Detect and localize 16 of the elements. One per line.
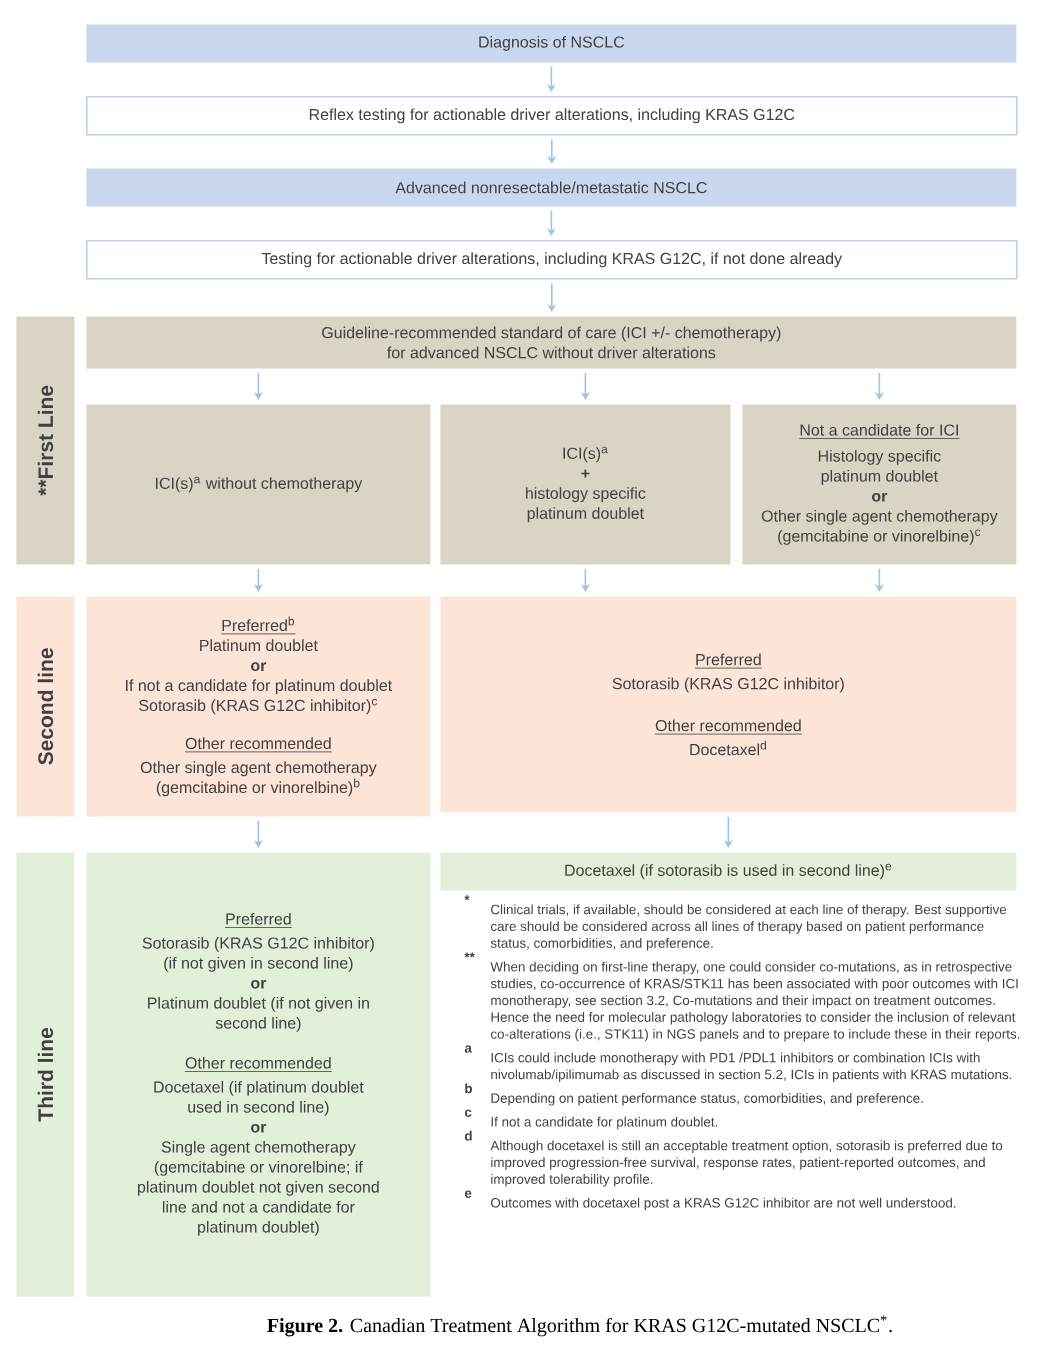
process-box: Reflex testing for actionable driver alterations, including KRAS G12C (86, 96, 1018, 136)
process-box: Advanced nonresectable/metastatic NSCLC (86, 168, 1017, 207)
process-box: Testing for actionable driver alterations, including KRAS G12C, if not done already (86, 240, 1018, 280)
row-band: Third line (16, 852, 75, 1297)
option-box: Preferred Sotorasib (KRAS G12C inhibitor) (if not given in second line) or Platinum doublet (if not given in second line) Other recommended Docetaxel (if platinum doublet used in second line) or Single agent chemotherapy (gemcitabine or vinorelbine; if platinum doublet not given second line and not a candidate for platinum doublet) (86, 852, 431, 1297)
option-box: Preferred$^{b}$ Platinum doublet or If not a candidate for platinum doublet Sotorasib (KRAS G12C inhibitor)$^{c}$ Other recommended Other single agent chemotherapy (gemcitabine or vinorelbine)$^{b}$ (86, 596, 431, 817)
figure-caption: Figure 2. Canadian Treatment Algorithm for KRAS G12C-mutated NSCLC$^{*}$. (267, 1315, 892, 1337)
process-box: Diagnosis of NSCLC (86, 24, 1017, 63)
option-box: Not a candidate for ICI Histology specific platinum doublet or Other single agent chemotherapy (gemcitabine or vinorelbine)$^{c}$ (742, 404, 1017, 565)
option-box: Preferred Sotorasib (KRAS G12C inhibitor) Other recommended Docetaxel$^{d}$ (440, 596, 1017, 813)
row-band: Second line (16, 596, 75, 817)
option-box: ICI(s)$^{a}$ without chemotherapy (86, 404, 431, 565)
process-box: Docetaxel (if sotorasib is used in second line)$^{e}$ (440, 852, 1017, 891)
row-band: **First Line (16, 316, 75, 565)
process-box: Guideline-recommended standard of care (ICI +/- chemotherapy) for advanced NSCLC without driver alterations (86, 316, 1017, 369)
option-box: ICI(s)$^{a}$ + histology specific platinum doublet (440, 404, 731, 565)
